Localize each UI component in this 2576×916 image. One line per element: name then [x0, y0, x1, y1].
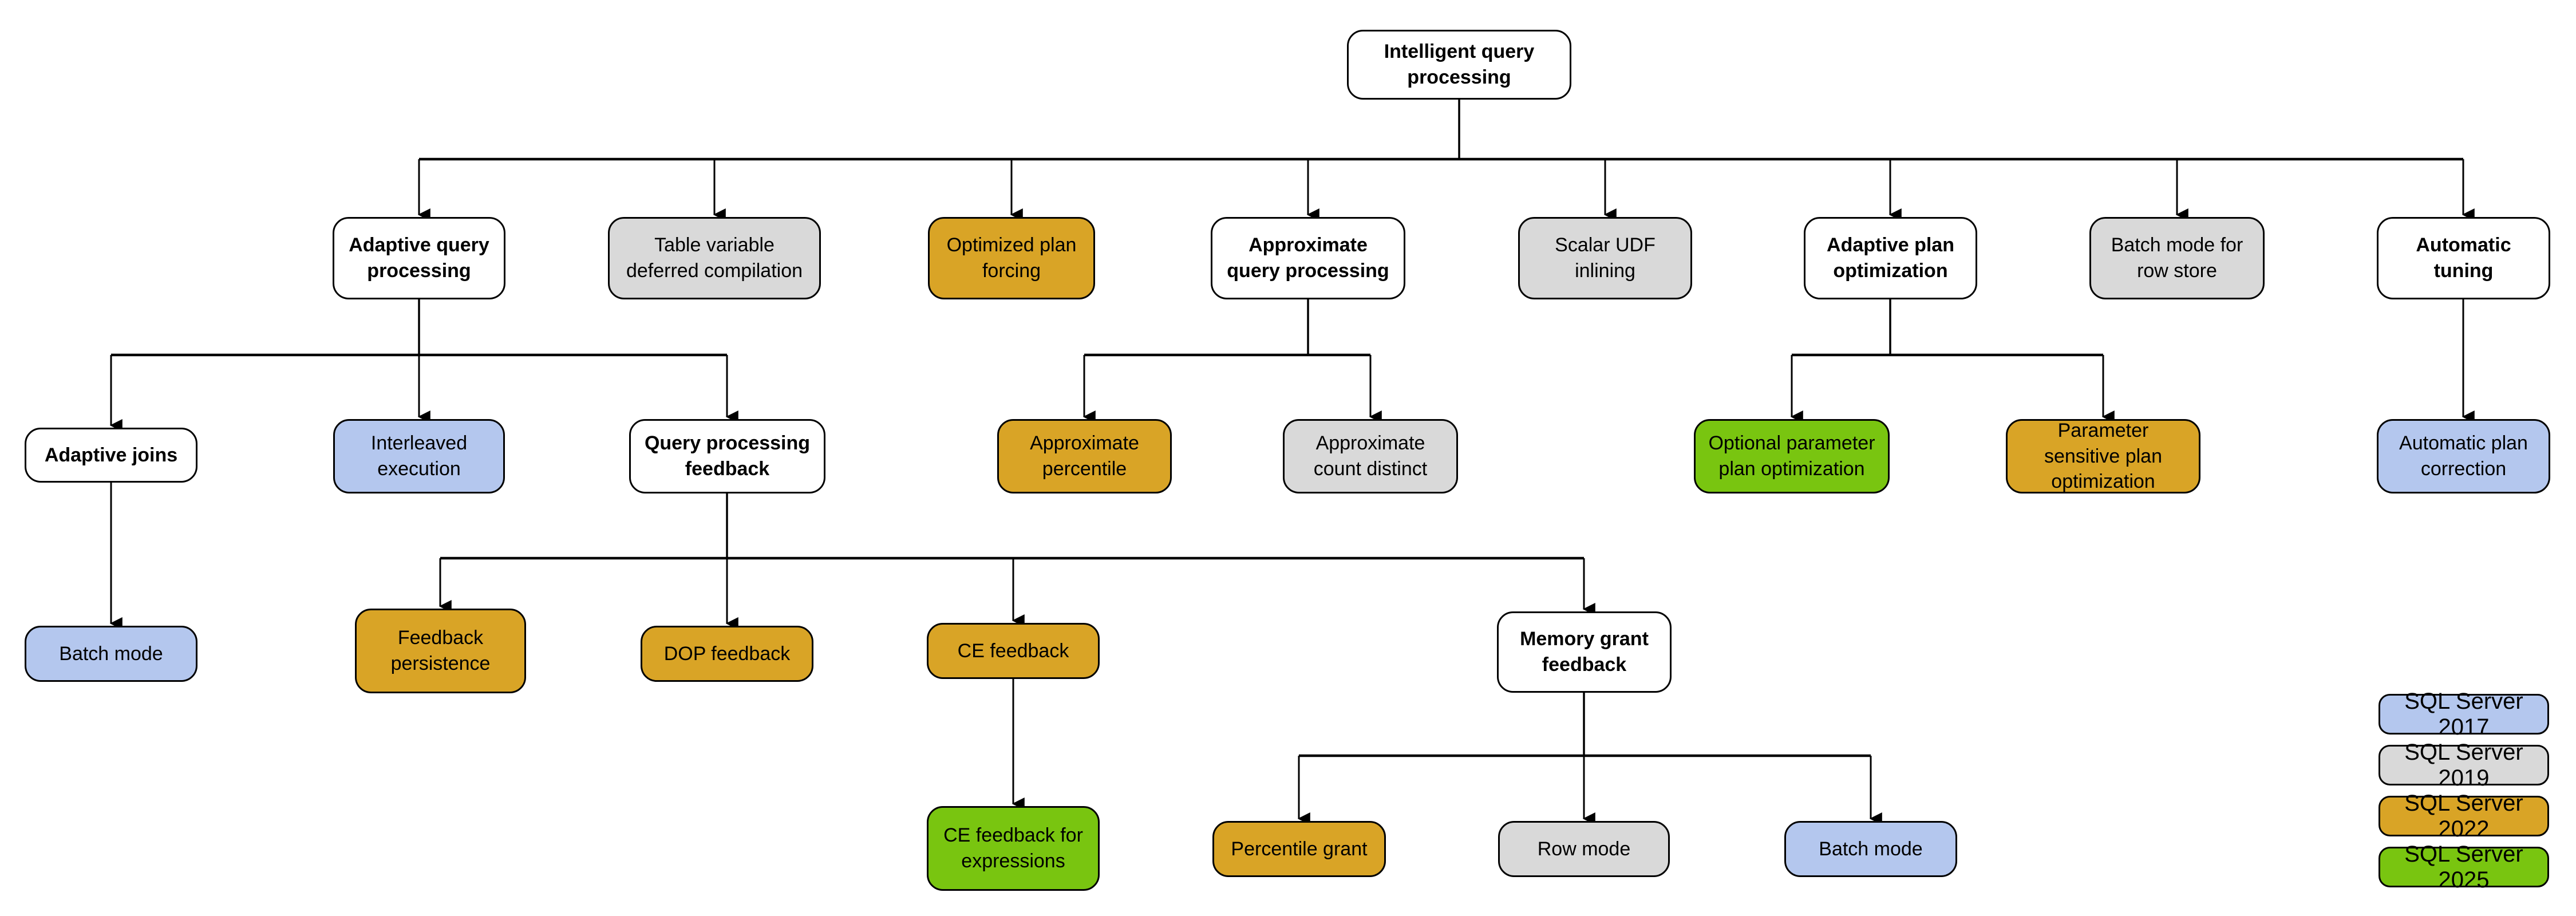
node-approximate-percentile: Approximate percentile — [997, 419, 1172, 493]
node-row-mode: Row mode — [1498, 821, 1670, 877]
node-batch-mode-memory-grant: Batch mode — [1784, 821, 1957, 877]
legend-sql-server-2019: SQL Server 2019 — [2379, 740, 2549, 791]
node-optional-parameter-plan-optimization: Optional parameter plan optimization — [1694, 419, 1890, 493]
node-label: Parameter sensitive plan optimization — [2044, 419, 2162, 493]
node-query-processing-feedback: Query processing feedback — [629, 419, 825, 493]
node-label: Batch mode — [59, 642, 163, 665]
node-label: Optional parameter plan optimization — [1708, 432, 1875, 480]
node-label: CE feedback — [957, 639, 1069, 662]
node-batch-mode-adaptive-joins: Batch mode — [25, 626, 197, 682]
node-ce-feedback-for-expressions: CE feedback for expressions — [927, 806, 1100, 891]
node-label: Query processing feedback — [644, 432, 811, 480]
node-feedback-persistence: Feedback persistence — [355, 609, 526, 693]
legend-sql-server-2022: SQL Server 2022 — [2379, 791, 2549, 842]
node-memory-grant-feedback: Memory grant feedback — [1497, 611, 1672, 693]
node-adaptive-plan-optimization: Adaptive plan optimization — [1804, 217, 1977, 299]
node-label: Batch mode for row store — [2111, 234, 2243, 282]
node-label: Adaptive plan optimization — [1827, 234, 1954, 282]
node-percentile-grant: Percentile grant — [1212, 821, 1386, 877]
legend-label: SQL Server 2025 — [2404, 841, 2523, 893]
legend-label: SQL Server 2022 — [2404, 790, 2523, 842]
legend-sql-server-2025: SQL Server 2025 — [2379, 842, 2549, 893]
node-parameter-sensitive-plan-optimization: Parameter sensitive plan optimization — [2006, 419, 2200, 493]
node-approximate-count-distinct: Approximate count distinct — [1283, 419, 1458, 493]
legend-sql-server-2017: SQL Server 2017 — [2379, 689, 2549, 740]
node-label: Automatic plan correction — [2399, 432, 2528, 480]
node-label: Table variable deferred compilation — [626, 234, 803, 282]
node-label: Batch mode — [1819, 838, 1923, 860]
node-label: Automatic tuning — [2416, 234, 2511, 282]
node-label: Intelligent query processing — [1384, 41, 1535, 88]
legend-label: SQL Server 2017 — [2404, 688, 2523, 740]
node-label: Optimized plan forcing — [946, 234, 1077, 282]
legend-label: SQL Server 2019 — [2404, 739, 2523, 791]
node-dop-feedback: DOP feedback — [641, 626, 813, 682]
node-adaptive-query-processing: Adaptive query processing — [333, 217, 505, 299]
node-label: DOP feedback — [663, 642, 791, 665]
node-label: Memory grant feedback — [1520, 628, 1649, 676]
node-label: Approximate count distinct — [1313, 432, 1428, 480]
node-batch-mode-for-row-store: Batch mode for row store — [2089, 217, 2265, 299]
node-label: Adaptive query processing — [349, 234, 489, 282]
node-table-variable-deferred-compilation: Table variable deferred compilation — [608, 217, 821, 299]
node-adaptive-joins: Adaptive joins — [25, 428, 197, 483]
node-optimized-plan-forcing: Optimized plan forcing — [928, 217, 1095, 299]
node-label: Scalar UDF inlining — [1555, 234, 1656, 282]
node-scalar-udf-inlining: Scalar UDF inlining — [1518, 217, 1692, 299]
node-automatic-plan-correction: Automatic plan correction — [2377, 419, 2550, 493]
node-label: Adaptive joins — [44, 444, 178, 466]
node-label: CE feedback for expressions — [943, 824, 1083, 872]
node-approximate-query-processing: Approximate query processing — [1211, 217, 1405, 299]
node-label: Feedback persistence — [390, 627, 491, 674]
node-label: Approximate query processing — [1227, 234, 1389, 282]
node-intelligent-query-processing: Intelligent query processing — [1347, 30, 1571, 100]
node-label: Row mode — [1537, 838, 1631, 860]
node-ce-feedback: CE feedback — [927, 623, 1100, 679]
node-label: Percentile grant — [1231, 838, 1368, 860]
node-label: Approximate percentile — [1030, 432, 1139, 480]
node-interleaved-execution: Interleaved execution — [333, 419, 505, 493]
node-label: Interleaved execution — [370, 432, 468, 480]
node-automatic-tuning: Automatic tuning — [2377, 217, 2550, 299]
